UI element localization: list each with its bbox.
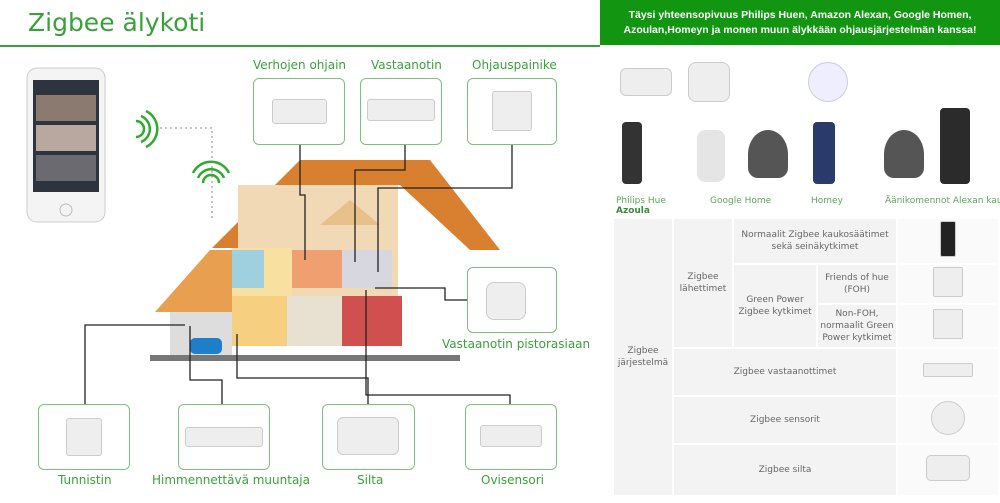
cell-sensors: Zigbee sensorit bbox=[672, 395, 898, 445]
connector-lines bbox=[84, 135, 513, 404]
door-sensor-card[interactable] bbox=[465, 404, 557, 470]
curtain-controller-card[interactable] bbox=[253, 78, 345, 145]
switch-icon bbox=[933, 309, 963, 339]
cell-non-foh: Non-FOH, normaalit Green Power kytkimet bbox=[816, 303, 898, 349]
bridge-icon bbox=[926, 455, 970, 481]
label-sensor: Tunnistin bbox=[58, 473, 112, 487]
banner-line-1: Täysi yhteensopivuus Philips Huen, Amazo… bbox=[628, 9, 972, 21]
house-illustration bbox=[150, 160, 500, 361]
head-icon bbox=[748, 130, 788, 178]
sensor-icon bbox=[931, 401, 965, 435]
phone-image bbox=[813, 122, 835, 184]
label-plug-receiver: Vastaanotin pistorasiaan bbox=[442, 337, 591, 351]
cell-green-power: Green Power Zigbee kytkimet bbox=[732, 263, 818, 349]
cell-system: Zigbee järjestelmä bbox=[612, 217, 674, 497]
label-homey: Homey bbox=[811, 196, 843, 206]
label-dimmer: Himmennettävä muuntaja bbox=[152, 473, 310, 487]
label-push-button: Ohjauspainike bbox=[472, 58, 557, 72]
label-door-sensor: Ovisensori bbox=[481, 473, 544, 487]
banner-line-2: Azoulan,Homeyn ja monen muun älykkään oh… bbox=[623, 24, 977, 36]
echo-image bbox=[940, 108, 970, 184]
label-receiver: Vastaanotin bbox=[371, 58, 442, 72]
phone-image bbox=[622, 122, 642, 184]
label-alexa: Äänikomennot Alexan kautta bbox=[885, 196, 1000, 206]
bridge-card[interactable] bbox=[322, 404, 415, 470]
zigbee-system-table: Zigbee järjestelmä Zigbee lähettimet Nor… bbox=[612, 217, 1000, 497]
plug-receiver-card[interactable] bbox=[467, 267, 557, 333]
label-bridge: Silta bbox=[357, 473, 384, 487]
label-curtain-controller: Verhojen ohjain bbox=[253, 58, 347, 72]
cell-transmitters: Zigbee lähettimet bbox=[672, 217, 734, 349]
label-philips-hue: Philips Hue bbox=[616, 196, 666, 206]
switch-icon bbox=[933, 267, 963, 297]
cell-receivers: Zigbee vastaanottimet bbox=[672, 347, 898, 397]
receiver-icon bbox=[923, 363, 973, 377]
label-azoula: Azoula bbox=[616, 206, 650, 216]
homey-image bbox=[808, 62, 848, 102]
remote-icon bbox=[940, 221, 956, 257]
page-title: Zigbee älykoti bbox=[28, 8, 206, 37]
hue-bridge-image bbox=[688, 62, 730, 102]
house-diagram bbox=[26, 67, 513, 404]
cell-foh: Friends of hue (FOH) bbox=[816, 263, 898, 305]
head-icon bbox=[884, 130, 924, 178]
title-underline bbox=[0, 45, 600, 47]
cell-bridge: Zigbee silta bbox=[672, 443, 898, 497]
receiver-card[interactable] bbox=[360, 78, 442, 145]
dimmer-card[interactable] bbox=[178, 404, 270, 470]
sensor-card[interactable] bbox=[38, 404, 130, 470]
label-google-home: Google Home bbox=[710, 196, 772, 206]
phone-icon bbox=[26, 67, 106, 223]
cell-normal-remotes: Normaalit Zigbee kaukosäätimet sekä sein… bbox=[732, 217, 898, 265]
wifi-icon bbox=[135, 109, 231, 184]
push-button-card[interactable] bbox=[467, 78, 557, 145]
compatibility-banner: Täysi yhteensopivuus Philips Huen, Amazo… bbox=[600, 0, 1000, 45]
google-home-image bbox=[697, 130, 725, 182]
bridge-image bbox=[620, 68, 672, 96]
